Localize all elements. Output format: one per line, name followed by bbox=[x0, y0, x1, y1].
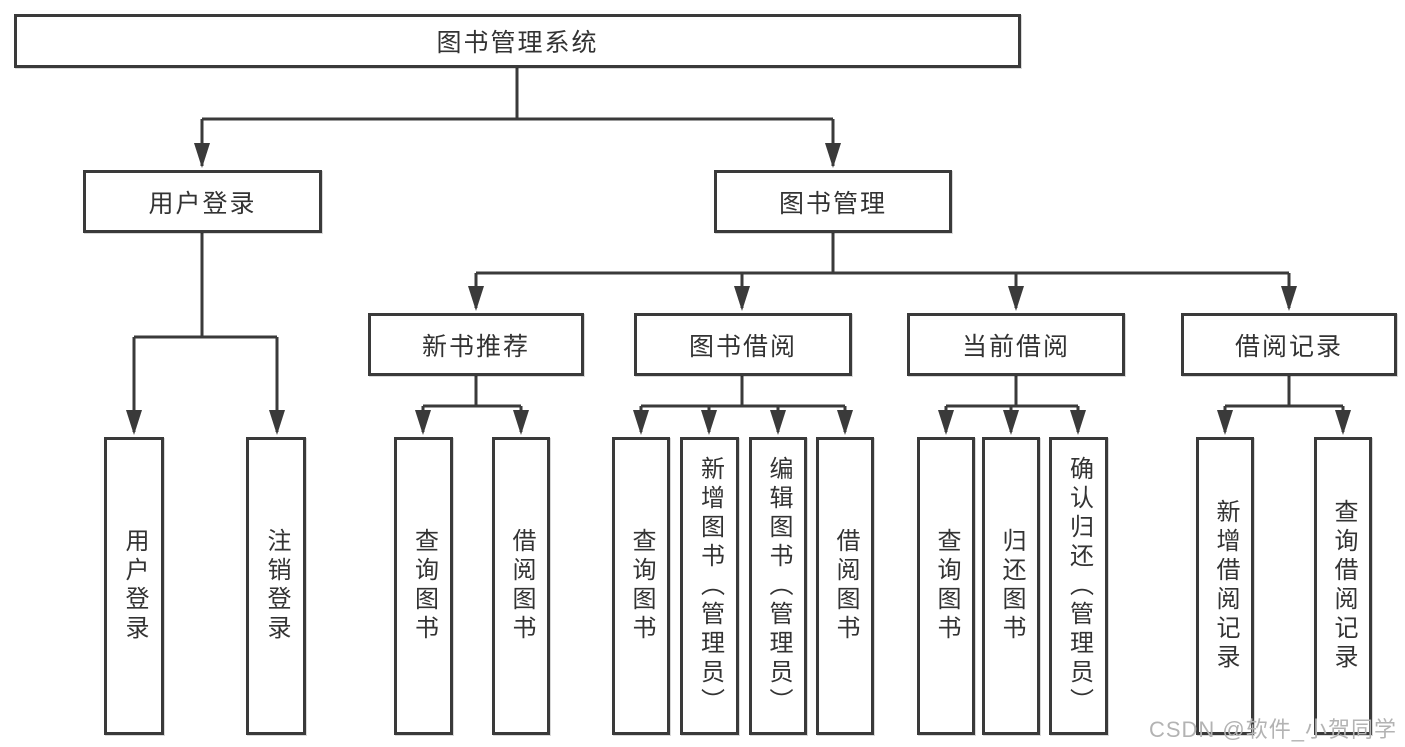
node-label: 借阅记录 bbox=[1234, 332, 1343, 361]
node-current-borrowing: 当前借阅 bbox=[907, 313, 1125, 376]
leaf-query-books-borrowing: 查询图书 bbox=[612, 437, 670, 735]
leaf-edit-books-admin: 编辑图书（管理员） bbox=[749, 437, 807, 735]
node-borrow-records: 借阅记录 bbox=[1181, 313, 1397, 376]
leaf-add-books-admin: 新增图书（管理员） bbox=[680, 437, 739, 735]
node-label: 图书管理系统 bbox=[436, 29, 599, 57]
node-new-book-recommend: 新书推荐 bbox=[368, 313, 584, 376]
node-library-management-system: 图书管理系统 bbox=[14, 14, 1021, 68]
node-label: 用户登录 bbox=[148, 189, 257, 218]
node-label: 图书借阅 bbox=[688, 332, 797, 361]
node-label: 新书推荐 bbox=[421, 332, 530, 361]
leaf-query-books-recommend: 查询图书 bbox=[394, 437, 453, 735]
node-label: 图书管理 bbox=[778, 189, 887, 218]
leaf-query-books-current: 查询图书 bbox=[917, 437, 975, 735]
leaf-confirm-return-admin: 确认归还（管理员） bbox=[1049, 437, 1108, 735]
node-user-login-group: 用户登录 bbox=[83, 170, 322, 233]
leaf-user-login: 用户登录 bbox=[104, 437, 164, 735]
leaf-return-books: 归还图书 bbox=[982, 437, 1040, 735]
leaf-logout-login: 注销登录 bbox=[246, 437, 306, 735]
leaf-borrow-books: 借阅图书 bbox=[816, 437, 874, 735]
node-label: 当前借阅 bbox=[961, 332, 1070, 361]
csdn-watermark: CSDN @软件_小贺同学 bbox=[1148, 717, 1397, 742]
leaf-query-borrow-record: 查询借阅记录 bbox=[1314, 437, 1372, 735]
arrowheads bbox=[126, 143, 1351, 435]
leaf-borrow-books-recommend: 借阅图书 bbox=[492, 437, 550, 735]
node-book-management-group: 图书管理 bbox=[714, 170, 952, 233]
node-book-borrowing: 图书借阅 bbox=[634, 313, 852, 376]
leaf-add-borrow-record: 新增借阅记录 bbox=[1196, 437, 1254, 735]
